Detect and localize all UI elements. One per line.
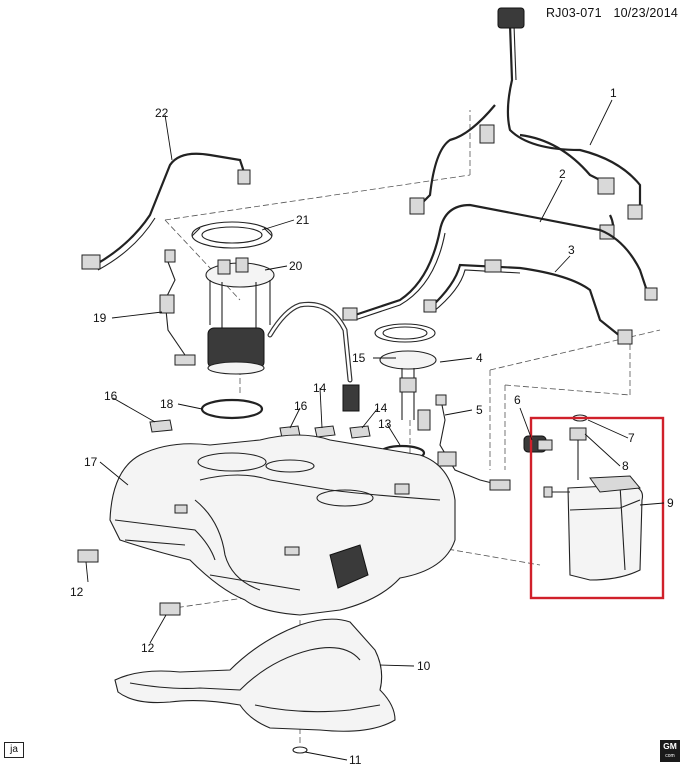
callout-16-center: 16: [294, 399, 308, 413]
highlight-frame: [529, 416, 665, 600]
diagram-code: RJ03-071: [545, 6, 602, 20]
callout-12-left: 12: [70, 585, 84, 599]
corner-tag: ja: [4, 742, 24, 758]
callout-3: 3: [568, 243, 575, 257]
diagram-date: 10/23/2014: [613, 6, 678, 20]
callout-15: 15: [352, 351, 366, 365]
fuel-tank-part-17: [109, 434, 456, 616]
callout-12-bottom: 12: [141, 641, 155, 655]
callout-5: 5: [476, 403, 483, 417]
callout-1: 1: [610, 86, 617, 100]
callout-9: 9: [667, 496, 674, 510]
callout-18: 18: [160, 397, 174, 411]
heat-shield-part-10: [114, 618, 396, 732]
evap-canister-group: [523, 414, 644, 581]
seal-ring-part-18: [200, 398, 264, 420]
callout-17: 17: [84, 455, 98, 469]
callout-13: 13: [378, 417, 392, 431]
callout-21: 21: [296, 213, 310, 227]
callout-16-left: 16: [104, 389, 118, 403]
fuel-line-part-3: [423, 259, 633, 345]
fuel-pump-module-part-20: [159, 249, 360, 412]
callout-7: 7: [628, 431, 635, 445]
callout-19: 19: [93, 311, 107, 325]
wiring-harness-part-1: [409, 7, 643, 240]
gm-logo-text: GM: [663, 741, 677, 751]
callout-6: 6: [514, 393, 521, 407]
callout-20: 20: [289, 259, 303, 273]
callout-4: 4: [476, 351, 483, 365]
callout-8: 8: [622, 459, 629, 473]
callout-14-right: 14: [374, 401, 388, 415]
callout-14-left: 14: [313, 381, 327, 395]
callout-leaders: [85, 99, 665, 761]
diagram-header: RJ03-071 10/23/2014: [538, 6, 678, 20]
harness-part-22: [81, 152, 251, 271]
gm-logo: GM com: [660, 740, 680, 762]
fuel-line-part-2: [342, 203, 658, 321]
callout-11: 11: [349, 753, 362, 767]
callout-2: 2: [559, 167, 566, 181]
gm-logo-subtext: com: [665, 753, 675, 759]
lock-ring-part-21: [191, 221, 273, 249]
callout-22: 22: [155, 106, 169, 120]
fuel-sender-part-4: [374, 323, 511, 491]
fastener-part-11: [292, 746, 308, 754]
callout-10: 10: [417, 659, 431, 673]
callout-numbers: 1 2 3 4 5 6 7 8 9 10 11 12 12 13 14 14 1…: [70, 86, 674, 767]
